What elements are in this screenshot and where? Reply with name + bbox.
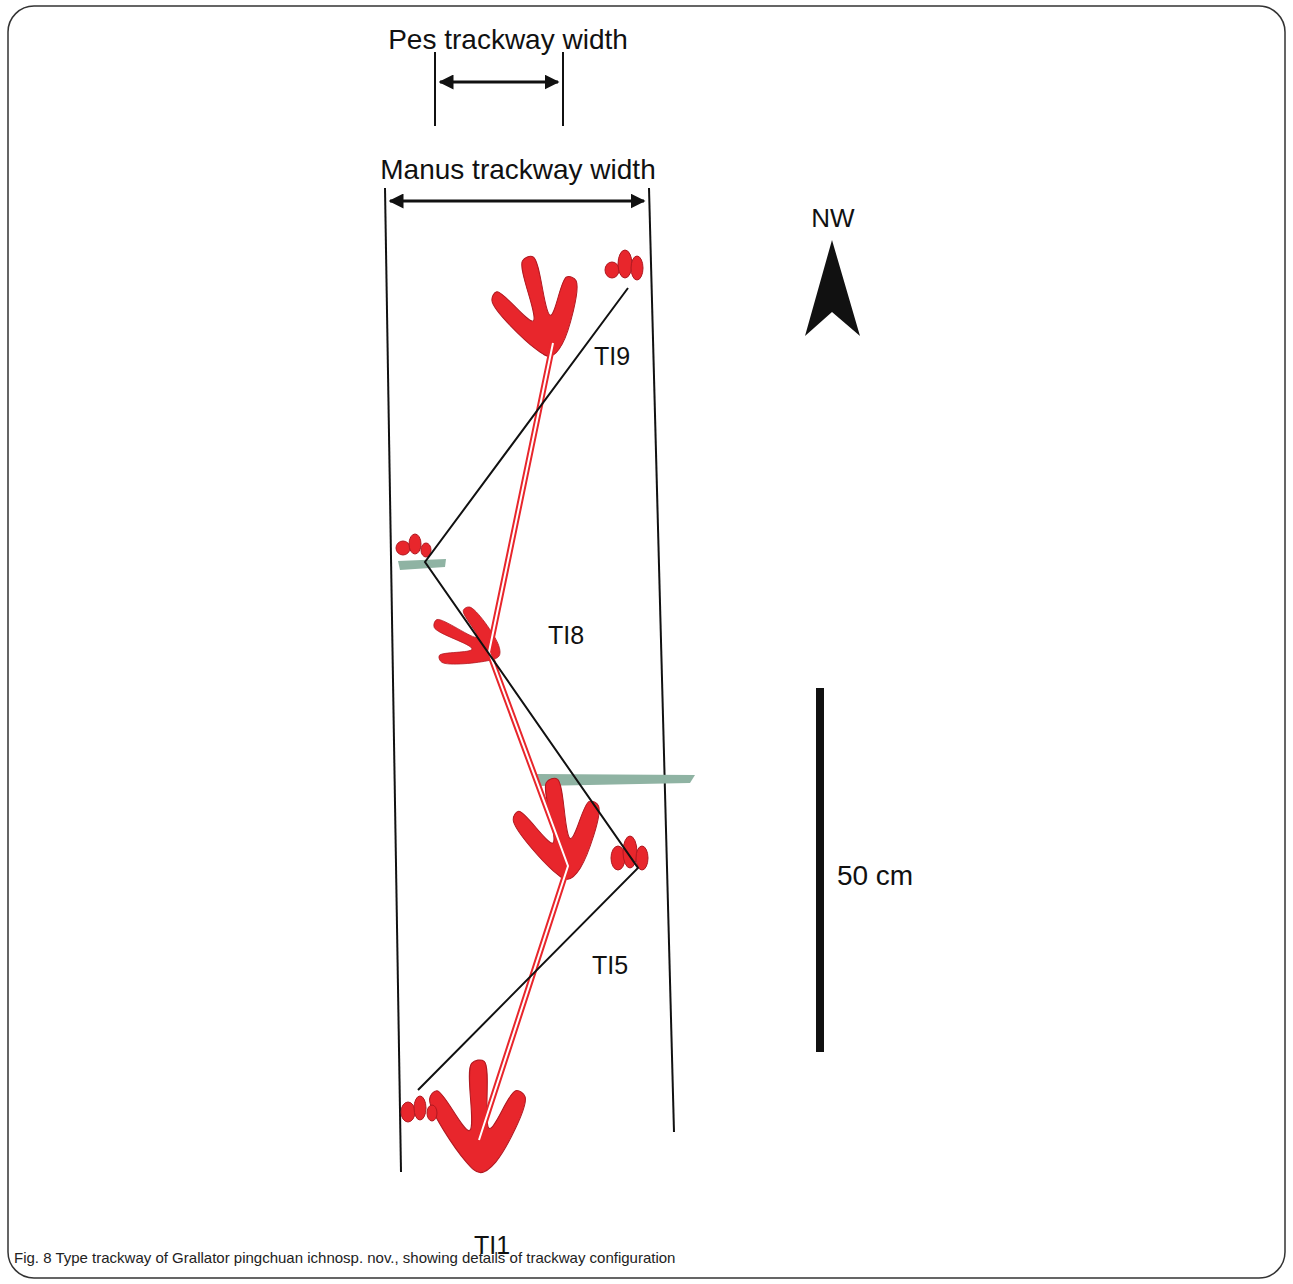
pes-print: [485, 248, 591, 366]
dimension-label: Pes trackway width: [388, 25, 628, 56]
manus-print: [631, 256, 643, 280]
dimension-label: Manus trackway width: [380, 155, 655, 186]
pes-pace-line: [479, 343, 568, 1140]
north-arrow: [805, 240, 860, 336]
dimension-tick: [562, 52, 564, 126]
manus-print: [605, 262, 619, 278]
dimension-tick: [434, 52, 436, 126]
figure-caption: Fig. 8 Type trackway of Grallator pingch…: [14, 1249, 675, 1266]
scale-label: 50 cm: [837, 861, 913, 892]
pes-print: [508, 773, 608, 886]
dimension-arrow: [440, 81, 558, 84]
track-id: TI5: [592, 952, 628, 980]
pes-pace-line-core: [479, 343, 568, 1140]
track-id: TI8: [548, 622, 584, 650]
manus-print: [618, 250, 632, 278]
manus-print: [414, 1096, 426, 1120]
manus-pace-line: [418, 288, 638, 1090]
manus-print: [427, 1105, 437, 1121]
scale-bar: [816, 688, 824, 1052]
trackway-boundary: [649, 188, 674, 1132]
trackway-boundary: [385, 188, 401, 1172]
manus-print: [396, 541, 410, 555]
north-label: NW: [811, 204, 854, 233]
sediment-bar: [398, 559, 446, 570]
manus-print: [409, 534, 421, 554]
manus-print: [401, 1102, 415, 1122]
pes-print: [430, 1060, 526, 1173]
dimension-arrow: [390, 200, 644, 203]
track-id: TI9: [594, 343, 630, 371]
frame: [8, 6, 1285, 1278]
